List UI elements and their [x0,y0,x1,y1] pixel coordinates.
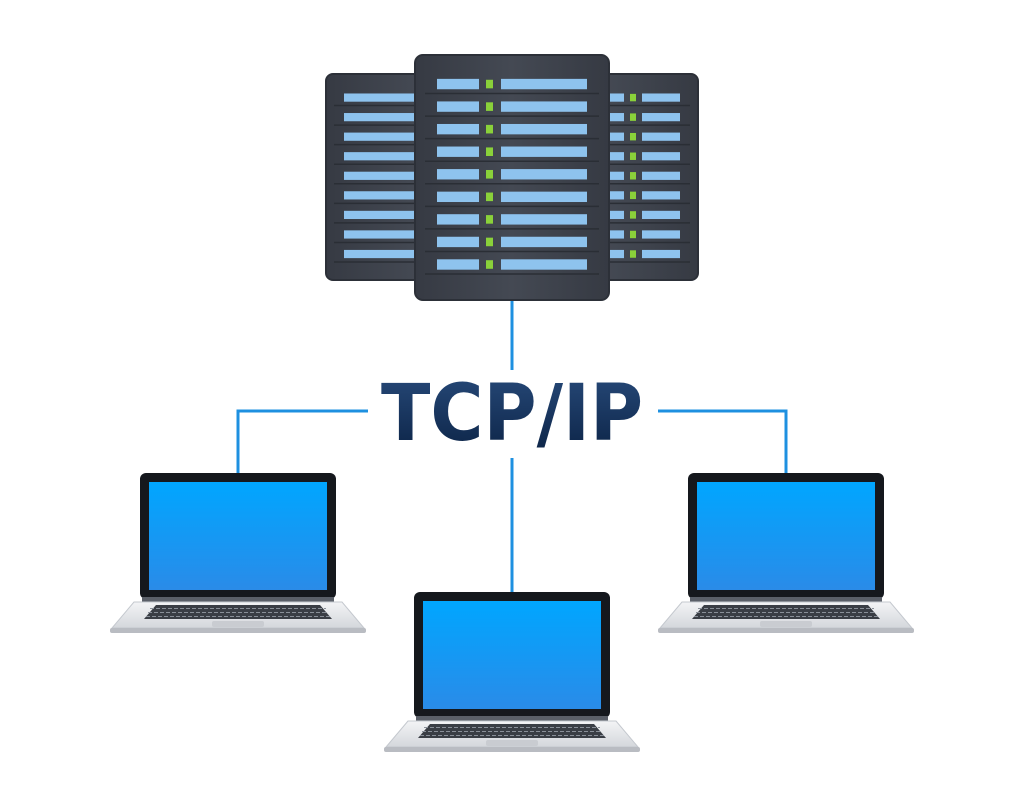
drive-bay [642,113,680,122]
status-led [630,191,636,200]
drive-bay [501,259,587,270]
diagram-title: TCP/IP [381,369,643,459]
drive-bay [344,93,432,102]
status-led [486,147,493,157]
drive-bay [344,210,432,220]
drive-bay [437,214,479,225]
laptop-screen [697,482,875,590]
drive-bay [642,210,680,220]
drive-bay [344,191,432,200]
drive-bay [344,230,432,239]
status-led [486,260,493,269]
laptop-front-lip [110,628,366,633]
server-rack-icon [325,54,699,301]
drive-bay [501,169,587,180]
drive-bay [501,146,587,157]
drive-bay [642,171,680,180]
status-led [630,93,636,102]
laptop-touchpad [760,621,812,627]
laptop-right-icon [658,473,914,633]
drive-bay [501,236,587,248]
link-hub-to-laptop-left [236,409,368,473]
status-led [630,152,636,160]
drive-bay [501,123,587,135]
status-led [486,102,493,111]
drive-bay [344,249,432,259]
drive-bay [642,191,680,200]
laptop-hinge [416,716,608,721]
laptop-screen [423,601,601,709]
status-led [630,132,636,141]
network-links [236,298,788,592]
drive-bay [642,249,680,259]
drive-bay [437,101,479,112]
laptop-hinge [142,597,334,602]
status-led [630,211,636,219]
drive-bay [642,93,680,102]
laptop-touchpad [212,621,264,627]
status-led [486,215,493,224]
drive-bay [501,101,587,112]
laptop-center-icon [384,592,640,752]
drive-bay [344,171,432,180]
drive-bay [642,152,680,161]
drive-bay [437,259,479,270]
drive-bay [437,236,479,248]
link-hub-to-laptop-right [658,409,788,473]
server-rack-front [414,54,610,301]
drive-bay [437,169,479,180]
drive-bay [344,152,432,161]
laptop-left-icon [110,473,366,633]
status-led [486,237,493,247]
drive-bay [642,132,680,141]
laptop-touchpad [486,740,538,746]
laptop-front-lip [384,747,640,752]
status-led [486,79,493,89]
drive-bay [437,123,479,135]
status-led [630,250,636,258]
status-led [486,169,493,179]
laptop-hinge [690,597,882,602]
drive-bay [437,146,479,157]
status-led [630,172,636,180]
status-led [486,124,493,134]
drive-bay [501,214,587,225]
drive-bay [501,78,587,90]
status-led [486,192,493,202]
drive-bay [501,191,587,203]
status-led [630,113,636,121]
drive-bay [437,191,479,203]
status-led [630,230,636,239]
drive-bay [437,78,479,90]
drive-bay [344,132,432,141]
laptop-front-lip [658,628,914,633]
laptop-screen [149,482,327,590]
laptops [110,473,914,752]
drive-bay [344,113,432,122]
drive-bay [642,230,680,239]
